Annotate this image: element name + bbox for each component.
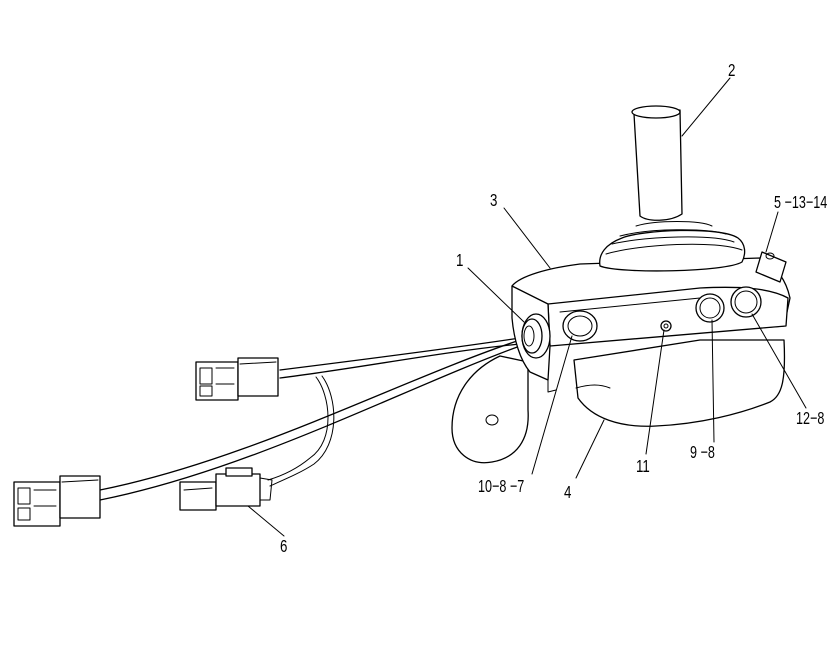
callout-3: 3: [490, 191, 497, 210]
switch-9: [695, 293, 725, 323]
switch-10: [562, 310, 598, 342]
callout-5-13-14: 5 −13−14: [774, 193, 828, 213]
switch-5: [755, 251, 787, 283]
callout-9-8: 9 −8: [690, 443, 715, 463]
callout-labels: 1 2 3 4 5 −13−14 6 10−8 −7 11 9 −8 12−8: [280, 61, 828, 556]
connector-upper: [195, 357, 279, 401]
callout-12-8: 12−8: [796, 409, 824, 429]
callout-11: 11: [636, 457, 650, 476]
callout-10-8-7: 10−8 −7: [478, 477, 524, 497]
wiring-harness: [99, 337, 521, 501]
switch-12: [730, 286, 762, 318]
callout-2: 2: [728, 61, 735, 80]
callout-4: 4: [564, 483, 572, 502]
leader-lines: [247, 77, 807, 537]
joystick-boot: [599, 221, 746, 272]
joystick-handle: [631, 105, 683, 221]
connector-middle: [179, 467, 273, 511]
mounting-bracket: [451, 355, 529, 464]
callout-6: 6: [280, 537, 287, 556]
indicator-11: [660, 320, 672, 332]
callout-1: 1: [456, 251, 463, 270]
connector-lower: [13, 475, 101, 527]
lower-housing: [573, 339, 786, 427]
